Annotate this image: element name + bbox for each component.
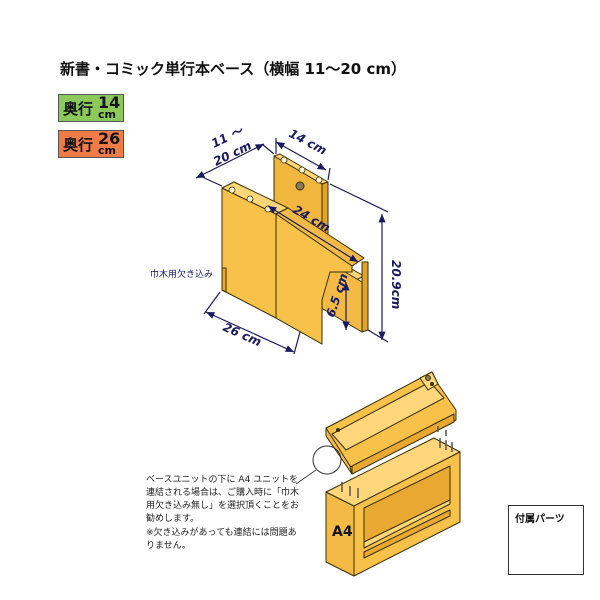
badge-depth-label: 奥行	[63, 100, 94, 118]
accessory-parts-box: 付属パーツ	[508, 505, 584, 575]
a4-unit-label: A4	[332, 524, 353, 540]
parts-title: 付属パーツ	[515, 514, 565, 525]
badge-depth-number: 14	[98, 93, 121, 112]
badge-depth-number: 26	[98, 129, 121, 148]
cutout-note: ※欠き込みがあっても連結には問題あ りません。	[146, 528, 297, 551]
assembly-illustration	[325, 371, 461, 577]
dimension-lines	[195, 138, 389, 355]
connection-note: ベースユニットの下に A4 ユニットを 連結される場合は、ご購入時に「巾木 用欠…	[146, 475, 300, 524]
depth-26-badge: 奥行 26 cm	[58, 130, 124, 158]
badge-depth-label: 奥行	[63, 136, 94, 154]
badge-depth-unit: cm	[98, 108, 116, 121]
depth-14-badge: 奥行 14 cm	[58, 94, 124, 122]
cutout-callout-circle	[312, 445, 342, 475]
bottom-depth-label: 26 cm	[221, 320, 264, 349]
cutout-label: 巾木用欠き込み	[150, 268, 213, 280]
badge-depth-unit: cm	[98, 144, 116, 157]
height-label: 20.9cm	[389, 260, 403, 309]
page-title: 新書・コミック単行本ベース（横幅 11〜20 cm）	[60, 60, 406, 78]
top-depth-label: 14 cm	[287, 126, 329, 157]
